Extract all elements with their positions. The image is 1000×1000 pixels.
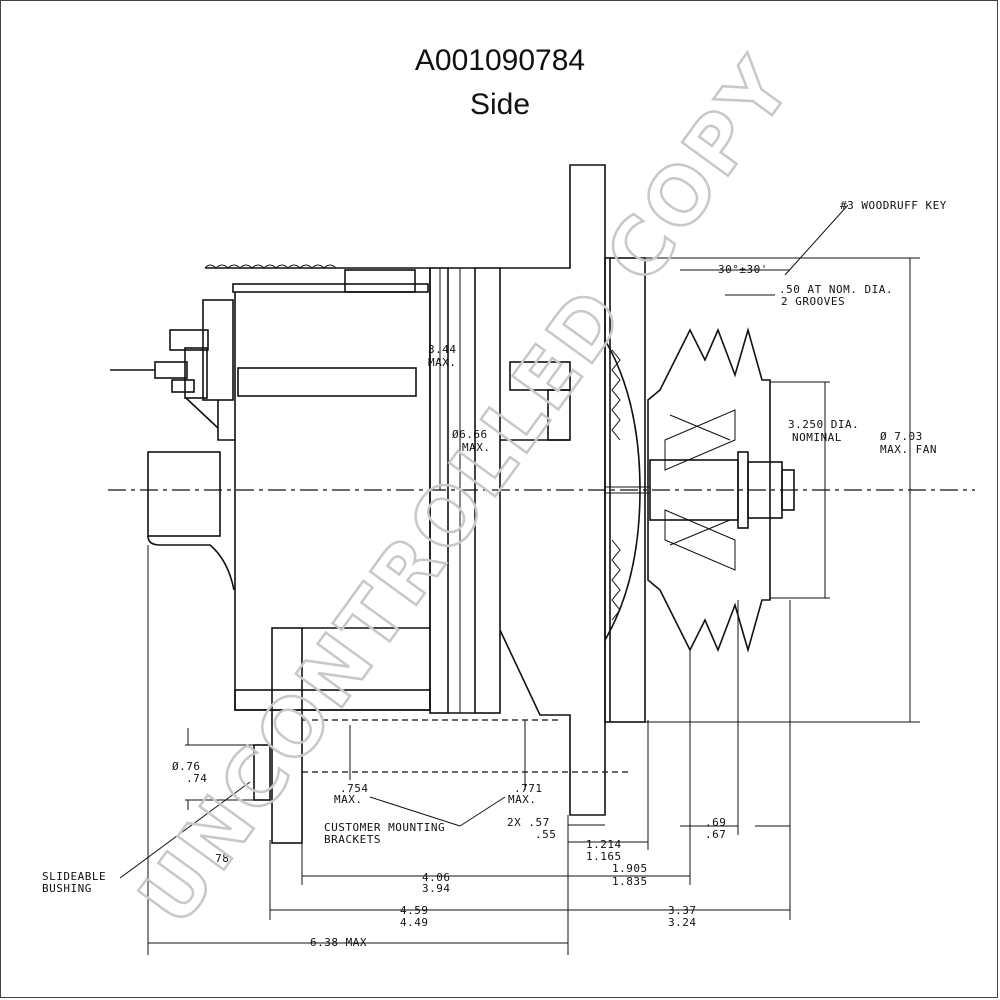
label-1214: 1.214 [586,838,622,851]
label-brackets-2: BRACKETS [324,833,381,846]
view-title: Side [469,88,531,121]
dimension-labels: #3 WOODRUFF KEY 30°±30' .50 AT NOM. DIA.… [42,199,947,949]
label-dia-666-max: MAX. [462,441,491,454]
label-bore-74: .74 [186,772,207,785]
label-bushing-2: BUSHING [42,882,92,895]
label-fan-max: MAX. FAN [880,443,937,456]
label-bore-76: Ø.76 [172,760,201,773]
label-394: 3.94 [422,882,451,895]
label-fragment-78: .78 [208,852,229,865]
label-angle: 30°±30' [718,263,768,276]
label-pulley-dia: 3.250 DIA. [788,418,859,431]
label-324: 3.24 [668,916,697,929]
label-2x-55: .55 [535,828,556,841]
label-344: 3.44 [428,343,457,356]
watermark-uncontrolled-copy: UNCONTROLLED COPY [123,41,811,941]
label-grooves-2: 2 GROOVES [781,295,845,308]
label-woodruff-key: #3 WOODRUFF KEY [840,199,947,212]
label-fan-dia: Ø 7.03 [880,430,923,443]
label-dia-666: Ø6.66 [452,428,488,441]
label-1165: 1.165 [586,850,622,863]
label-754-max: MAX. [334,793,363,806]
label-2x-57: 2X .57 [507,816,550,829]
label-brackets-1: CUSTOMER MOUNTING [324,821,445,834]
label-1835: 1.835 [612,875,648,888]
terminal-stud-assembly [110,299,234,429]
label-771-max: MAX. [508,793,537,806]
label-bushing-1: SLIDEABLE [42,870,106,883]
mounting-brackets [253,627,630,844]
label-459: 4.59 [400,904,429,917]
label-754: .754 [340,782,369,795]
label-67: .67 [705,828,726,841]
label-69: .69 [705,816,726,829]
label-1905: 1.905 [612,862,648,875]
label-449: 4.49 [400,916,429,929]
label-638-max: 6.38 MAX [310,936,367,949]
stator-band [429,267,501,714]
label-771: .771 [514,782,543,795]
shaft-nut [605,451,795,529]
part-number-title: A001090784 [414,44,586,77]
label-344-max: MAX. [428,356,457,369]
front-housing [499,164,641,816]
label-grooves-1: .50 AT NOM. DIA. [779,283,893,296]
label-pulley-nominal: NOMINAL [792,431,842,444]
label-406: 4.06 [422,871,451,884]
dimension-lines [119,204,920,955]
label-337: 3.37 [668,904,697,917]
